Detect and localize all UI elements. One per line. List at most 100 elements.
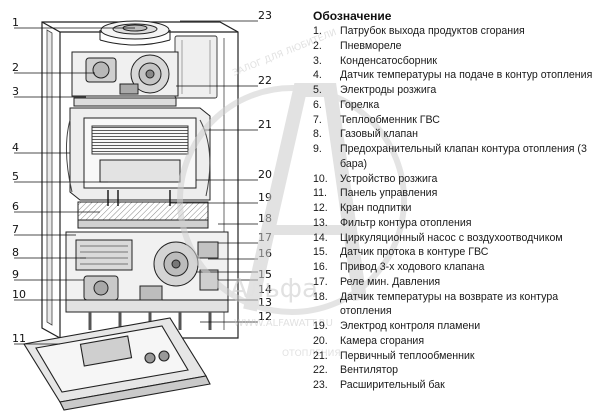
callout-14: 14 — [258, 283, 272, 296]
legend-item: 15. Датчик протока в контуре ГВС — [313, 245, 598, 260]
callout-1: 1 — [12, 16, 19, 29]
legend-item-text: Циркуляционный насос с воздухоотводчиком — [340, 231, 563, 244]
callout-19: 19 — [258, 191, 272, 204]
legend-item-text: Датчик температуры на возврате из контур… — [340, 290, 559, 318]
legend-item-text: Теплообменник ГВС — [340, 113, 440, 126]
flue-outlet — [99, 20, 171, 46]
legend-item-text: Датчик температуры на подаче в контур от… — [340, 69, 593, 82]
callout-5: 5 — [12, 170, 19, 183]
legend-item: 16. Привод 3-х ходового клапана — [313, 260, 598, 275]
hydraulic-block — [65, 231, 229, 330]
legend-item-number: 17. — [313, 275, 328, 288]
legend-item-text: Реле мин. Давления — [340, 275, 441, 288]
expansion-tank — [174, 35, 218, 99]
legend-item-text: Горелка — [340, 98, 380, 111]
legend-title: Обозначение — [313, 9, 392, 23]
legend-item-text: Фильтр контура отопления — [340, 216, 472, 229]
legend-item-text: Устройство розжига — [340, 172, 438, 185]
legend-item: 4. Датчик температуры на подаче в контур … — [313, 68, 598, 83]
callout-12: 12 — [258, 310, 272, 323]
legend-item: 12. Кран подпитки — [313, 201, 598, 216]
legend-item-text: Пневмореле — [340, 39, 402, 52]
callout-9: 9 — [12, 268, 19, 281]
legend-item: 21. Первичный теплообменник — [313, 349, 598, 364]
legend-item: 11.Панель управления — [313, 186, 598, 201]
callout-11: 11 — [12, 332, 26, 345]
combustion-chamber — [65, 107, 211, 201]
fan-assembly — [71, 51, 179, 107]
legend-item-number: 23. — [313, 379, 328, 391]
legend-item-text: Вентилятор — [340, 364, 399, 377]
legend-item-text: Датчик протока в контуре ГВС — [340, 246, 489, 259]
callout-23: 23 — [258, 9, 272, 22]
boiler-diagram: 1 2 3 4 5 6 7 8 9 10 11 23 22 21 20 19 1… — [12, 9, 272, 411]
callouts-right: 23 22 21 20 19 18 17 16 15 14 13 12 — [258, 9, 272, 323]
callout-20: 20 — [258, 168, 272, 181]
legend-item: 5. Электроды розжига — [313, 83, 598, 98]
legend-item-text: Электроды розжига — [340, 84, 437, 96]
callout-22: 22 — [258, 74, 272, 87]
legend-item-number: 20. — [313, 334, 328, 347]
callout-10: 10 — [12, 288, 26, 301]
legend-item-number: 2. — [313, 39, 322, 52]
legend-item-number: 12. — [313, 202, 328, 214]
legend-item-number: 13. — [313, 216, 328, 229]
legend-item-number: 16. — [313, 261, 328, 273]
callout-6: 6 — [12, 200, 19, 213]
legend-item-text: Конденсатосборник — [340, 54, 437, 67]
legend-item: 10. Устройство розжига — [313, 172, 598, 187]
legend-item: 7. Теплообменник ГВС — [313, 113, 598, 128]
legend-item-text: Кран подпитки — [340, 202, 412, 214]
legend-item: 14. Циркуляционный насос с воздухоотводчи… — [313, 231, 598, 246]
legend-item: 23. Расширительный бак — [313, 378, 598, 393]
legend-item-text: Газовый клапан — [340, 128, 418, 141]
legend-item-number: 1. — [313, 25, 322, 37]
legend-item-text: Патрубок выхода продуктов сгорания — [340, 25, 525, 37]
legend-item: 6. Горелка — [313, 98, 598, 113]
control-panel — [23, 317, 211, 411]
legend-item-text: Панель управления — [340, 187, 438, 200]
boiler-drawing: 1 2 3 4 5 6 7 8 9 10 11 23 22 21 20 19 1… — [12, 9, 272, 411]
legend-item: 2. Пневмореле — [313, 39, 598, 54]
legend-item: 20. Камера сгорания — [313, 334, 598, 349]
legend-item-number: 21. — [313, 349, 328, 362]
legend-item-number: 19. — [313, 320, 328, 332]
legend-item-number: 15. — [313, 246, 328, 259]
callouts-left: 1 2 3 4 5 6 7 8 9 10 11 — [12, 16, 26, 345]
legend-item-number: 14. — [313, 231, 328, 244]
callout-13: 13 — [258, 296, 272, 309]
boiler-casing — [41, 21, 239, 339]
callout-4: 4 — [12, 141, 19, 154]
legend-item-number: 6. — [313, 98, 322, 111]
callout-7: 7 — [12, 223, 19, 236]
callout-16: 16 — [258, 247, 272, 260]
legend-item-number: 8. — [313, 128, 322, 141]
legend-item-text: Первичный теплообменник — [340, 349, 475, 362]
legend-item: 8. Газовый клапан — [313, 127, 598, 142]
legend-item-text: Камера сгорания — [340, 334, 425, 347]
callout-2: 2 — [12, 61, 19, 74]
legend-item-number: 10. — [313, 172, 328, 185]
legend-item-number: 5. — [313, 84, 322, 96]
legend-item-number: 22. — [313, 364, 328, 377]
legend-item: 1. Патрубок выхода продуктов сгорания — [313, 24, 598, 39]
legend-item-number: 3. — [313, 54, 322, 67]
callout-15: 15 — [258, 268, 272, 281]
legend-item-number: 4. — [313, 69, 322, 82]
legend-item: 17. Реле мин. Давления — [313, 275, 598, 290]
callout-8: 8 — [12, 246, 19, 259]
legend-item-number: 9. — [313, 143, 322, 155]
legend-item: 19. Электрод контроля пламени — [313, 319, 598, 334]
legend-item-text: Электрод контроля пламени — [340, 320, 481, 332]
legend-item-text: Расширительный бак — [340, 379, 445, 391]
legend-item-number: 7. — [313, 113, 322, 126]
legend-item-number: 18. — [313, 290, 328, 303]
legend-item: 13. Фильтр контура отопления — [313, 216, 598, 231]
legend-item-text: Привод 3-х ходового клапана — [340, 261, 485, 273]
legend-item: 3. Конденсатосборник — [313, 54, 598, 69]
legend: Обозначение 1. Патрубок выхода продуктов … — [313, 8, 598, 393]
callout-18: 18 — [258, 212, 272, 225]
legend-item: 9.Предохранительный клапан контура отопл… — [313, 142, 598, 172]
callout-21: 21 — [258, 118, 272, 131]
legend-list: 1. Патрубок выхода продуктов сгорания 2. Пн… — [313, 24, 598, 393]
